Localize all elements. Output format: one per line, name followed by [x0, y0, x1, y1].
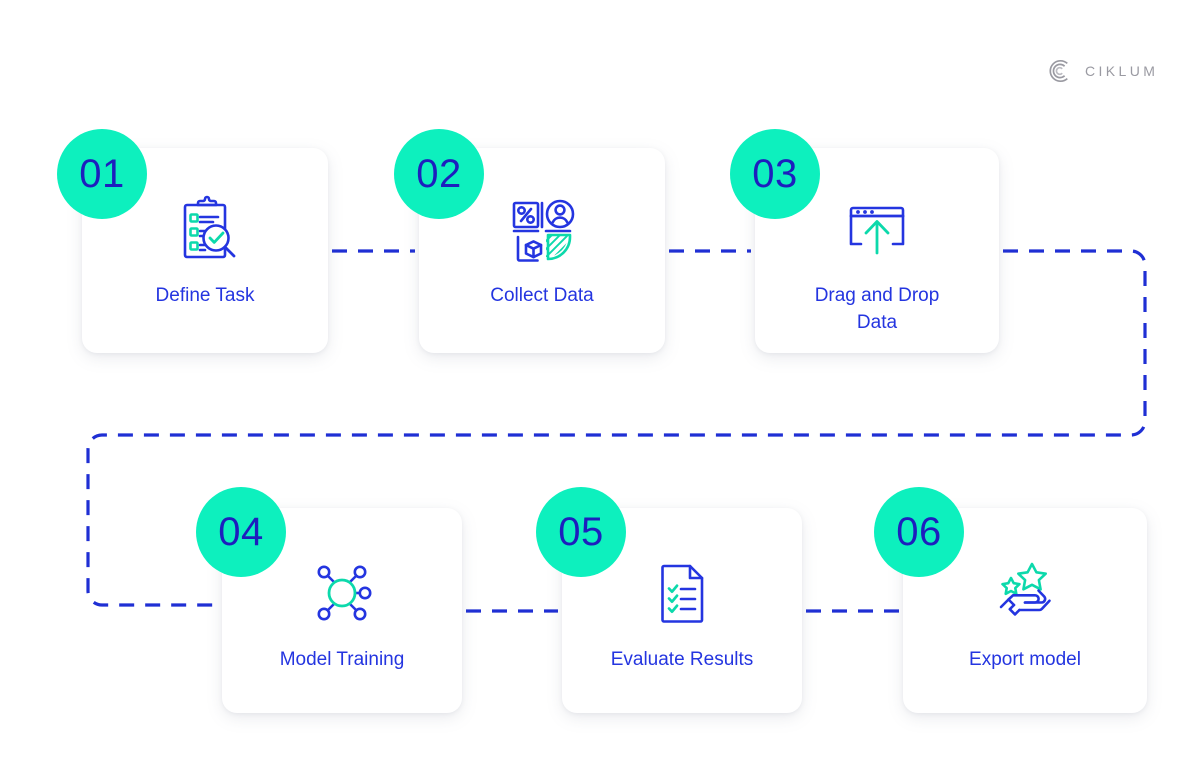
- step-number: 01: [79, 152, 125, 196]
- step-icon-wrapper: [985, 554, 1065, 632]
- step-label-wrapper: Define Task: [156, 282, 255, 309]
- hand-stars-icon: [999, 562, 1051, 616]
- browser-upload-arrow-icon: [849, 206, 905, 255]
- step-label-wrapper: Export model: [969, 646, 1081, 673]
- step-label: Export model: [969, 649, 1081, 670]
- step-badge-02: 02: [394, 129, 484, 219]
- step-label-wrapper: Evaluate Results: [611, 646, 754, 673]
- step-badge-03: 03: [730, 129, 820, 219]
- step-number: 02: [416, 152, 462, 196]
- step-label: Collect Data: [490, 285, 594, 306]
- step-badge-06: 06: [874, 487, 964, 577]
- step-label: Evaluate Results: [610, 649, 754, 670]
- step-icon-wrapper: [839, 192, 915, 270]
- brand-logo: CIKLUM: [1046, 58, 1158, 84]
- step-badge-05: 05: [536, 487, 626, 577]
- step-label-wrapper: Drag and Drop Data: [815, 282, 940, 336]
- step-icon-wrapper: [504, 192, 580, 270]
- step-card-drag-and-drop-data[interactable]: Drag and Drop Data: [755, 148, 999, 353]
- step-icon-wrapper: [167, 192, 243, 270]
- step-number: 04: [218, 510, 264, 554]
- step-icon-wrapper: [644, 554, 720, 632]
- neural-network-node-icon: [317, 565, 372, 621]
- step-label: Define Task: [155, 285, 255, 306]
- step-label-wrapper: Model Training: [280, 646, 405, 673]
- ciklum-c-mark-icon: [1049, 59, 1068, 83]
- step-number: 05: [558, 510, 604, 554]
- clipboard-checklist-magnifier-icon: [183, 195, 236, 259]
- brand-name: CIKLUM: [1085, 63, 1159, 79]
- document-checklist-icon: [661, 564, 704, 623]
- step-label: Drag and Drop Data: [814, 285, 940, 333]
- step-number: 06: [896, 510, 942, 554]
- data-types-grid-icon: [512, 199, 575, 262]
- step-number: 03: [752, 152, 798, 196]
- step-badge-04: 04: [196, 487, 286, 577]
- step-badge-01: 01: [57, 129, 147, 219]
- step-label: Model Training: [279, 649, 405, 670]
- step-icon-wrapper: [304, 554, 380, 632]
- step-label-wrapper: Collect Data: [490, 282, 594, 309]
